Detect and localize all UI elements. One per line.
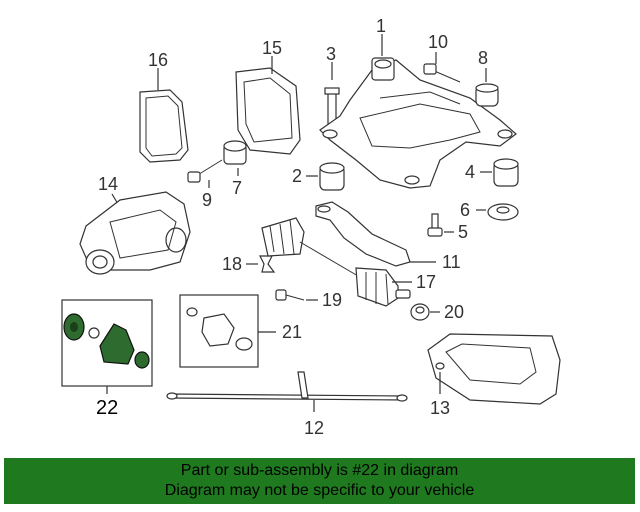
- callout-3: 3: [326, 44, 336, 64]
- part-2-mount[interactable]: [306, 162, 345, 191]
- callout-9: 9: [202, 190, 212, 210]
- part-10-bolt[interactable]: [423, 52, 461, 83]
- callout-2: 2: [292, 166, 302, 186]
- callout-11: 11: [442, 252, 461, 272]
- part-1-subframe[interactable]: [319, 34, 517, 189]
- callout-18: 18: [222, 254, 242, 274]
- exploded-parts-diagram: 16 15 7 9 3 1: [61, 16, 561, 438]
- callout-21: 21: [282, 322, 302, 342]
- callout-5: 5: [458, 222, 468, 242]
- part-4-mount[interactable]: [480, 158, 519, 187]
- callout-6: 6: [460, 200, 470, 220]
- callout-10: 10: [428, 32, 448, 52]
- part-12-brace[interactable]: [166, 371, 408, 412]
- callout-4: 4: [465, 162, 475, 182]
- callout-8: 8: [478, 48, 488, 68]
- callout-22: 22: [96, 397, 118, 419]
- part-20-nut[interactable]: [410, 303, 440, 321]
- callout-1: 1: [376, 16, 386, 36]
- callout-17: 17: [416, 272, 436, 292]
- callout-7: 7: [232, 178, 242, 198]
- part-7-bushing[interactable]: [223, 140, 247, 176]
- callout-13: 13: [430, 398, 450, 418]
- callout-15: 15: [262, 38, 282, 58]
- part-15-cover[interactable]: [235, 56, 301, 155]
- part-9-bolt[interactable]: [187, 159, 223, 188]
- part-5-bolt[interactable]: [427, 213, 454, 237]
- part-22-boot-kit-highlighted[interactable]: [61, 299, 153, 394]
- info-banner: Part or sub-assembly is #22 in diagram D…: [4, 458, 635, 504]
- part-21-boot-kit[interactable]: [179, 294, 276, 368]
- part-18-clip[interactable]: [246, 255, 276, 273]
- part-14-differential[interactable]: [79, 191, 191, 275]
- part-13-plate[interactable]: [427, 333, 561, 405]
- callout-20: 20: [444, 302, 464, 322]
- banner-line-2: Diagram may not be specific to your vehi…: [164, 482, 475, 499]
- callout-14: 14: [98, 174, 118, 194]
- callout-16: 16: [148, 50, 168, 70]
- part-16-gasket[interactable]: [139, 68, 189, 163]
- part-17-axle[interactable]: [261, 217, 412, 307]
- callout-19: 19: [322, 290, 342, 310]
- part-11-bracket[interactable]: [315, 201, 436, 267]
- part-3-bolt[interactable]: [324, 62, 340, 125]
- part-19-bolt[interactable]: [275, 289, 318, 301]
- banner-line-1: Part or sub-assembly is #22 in diagram: [180, 462, 459, 479]
- part-6-washer[interactable]: [476, 203, 519, 221]
- part-8-bushing[interactable]: [475, 68, 499, 107]
- callout-12: 12: [304, 418, 324, 438]
